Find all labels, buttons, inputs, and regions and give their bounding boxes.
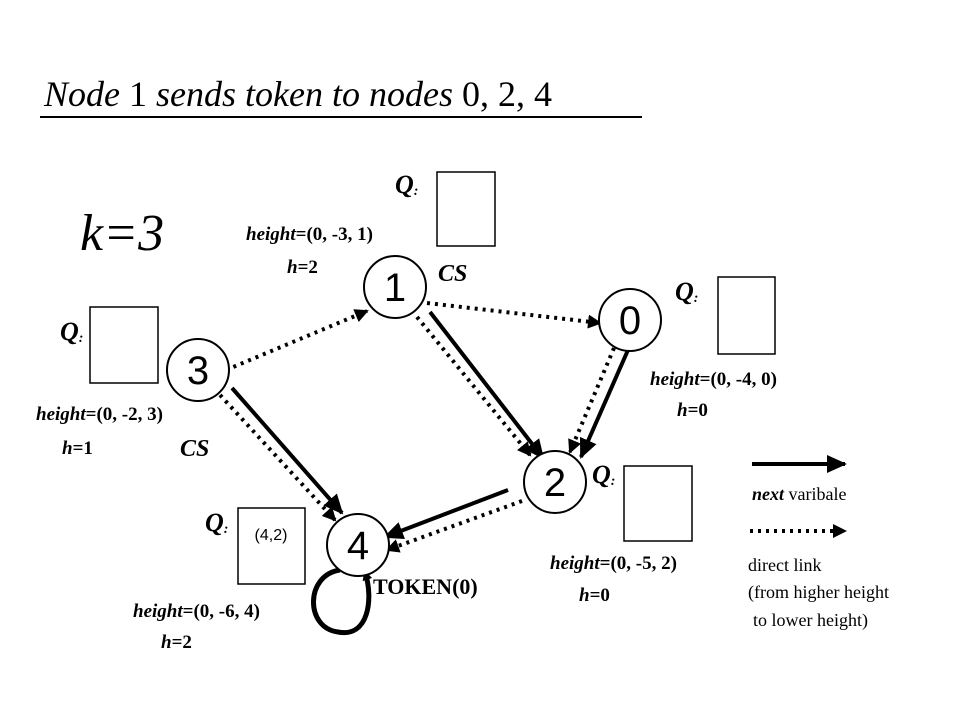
node-4-info: Q: (4,2) height=(0, -6, 4) h=2 xyxy=(133,507,306,653)
h-text: h=2 xyxy=(287,257,318,278)
queue-label: Q: xyxy=(675,277,698,306)
height-text: height=(0, -4, 0) xyxy=(650,369,777,390)
node-1-info: Q: height=(0, -3, 1) h=2 CS xyxy=(246,170,496,287)
node-label: 1 xyxy=(384,266,406,310)
node-2-info: Q: height=(0, -5, 2) h=0 xyxy=(550,460,693,606)
next-link-0-2 xyxy=(579,349,630,459)
node-label: 3 xyxy=(187,349,209,393)
height-text: height=(0, -6, 4) xyxy=(133,601,260,622)
cs-label: CS xyxy=(438,261,467,287)
legend-direct-label-1: direct link xyxy=(748,555,821,575)
token-label: TOKEN(0) xyxy=(373,574,478,599)
height-text: height=(0, -5, 2) xyxy=(550,553,677,574)
node-label: 2 xyxy=(544,461,566,505)
height-text: height=(0, -2, 3) xyxy=(36,404,163,425)
height-text: height=(0, -3, 1) xyxy=(246,224,373,245)
node-1: 1 xyxy=(363,255,427,319)
queue-label: Q: xyxy=(60,317,83,346)
queue-label: Q: xyxy=(205,508,228,537)
node-4: 4 xyxy=(326,513,390,577)
title-part: sends token to nodes xyxy=(156,74,453,114)
h-text: h=1 xyxy=(62,438,93,459)
k-label: k=3 xyxy=(80,205,164,262)
queue-label: Q: xyxy=(592,460,615,489)
node-2: 2 xyxy=(523,450,587,514)
slide-title: Node 1 sends token to nodes 0, 2, 4 xyxy=(43,74,552,114)
legend-next-label: next varibale xyxy=(752,484,846,504)
h-text: h=0 xyxy=(677,400,708,421)
node-3: 3 xyxy=(166,338,230,402)
title-part: 1 xyxy=(120,74,156,114)
direct-link-1-0 xyxy=(426,301,602,329)
queue-label: Q: xyxy=(395,170,418,199)
queue-box xyxy=(237,507,306,585)
queue-box xyxy=(89,306,159,384)
legend: next varibale direct link (from higher h… xyxy=(748,455,889,631)
direct-link-3-4 xyxy=(218,393,337,522)
cs-label: CS xyxy=(180,436,209,462)
self-loop-arrow xyxy=(311,567,373,636)
node-0: 0 xyxy=(598,288,662,352)
direct-link-1-2 xyxy=(415,315,532,457)
queue-box xyxy=(717,276,776,355)
legend-direct-label-2: (from higher height xyxy=(748,582,889,603)
queue-box xyxy=(436,171,496,247)
direct-link-3-1 xyxy=(225,309,369,372)
title-part: Node xyxy=(43,74,120,114)
h-text: h=0 xyxy=(579,585,610,606)
node-0-info: Q: height=(0, -4, 0) h=0 xyxy=(650,276,777,421)
title-part: 0, 2, 4 xyxy=(453,74,552,114)
queue-content: (4,2) xyxy=(255,527,288,544)
node-3-info: Q: height=(0, -2, 3) h=1 CS xyxy=(36,306,209,462)
h-text: h=2 xyxy=(161,632,192,653)
legend-direct-label-3: to lower height) xyxy=(753,610,868,631)
next-link-2-4 xyxy=(383,488,509,539)
node-label: 4 xyxy=(347,524,369,568)
queue-box xyxy=(623,465,693,542)
next-link-3-4 xyxy=(230,386,344,515)
next-link-1-2 xyxy=(428,310,545,460)
direct-link-0-2 xyxy=(568,347,616,454)
node-label: 0 xyxy=(619,299,641,343)
